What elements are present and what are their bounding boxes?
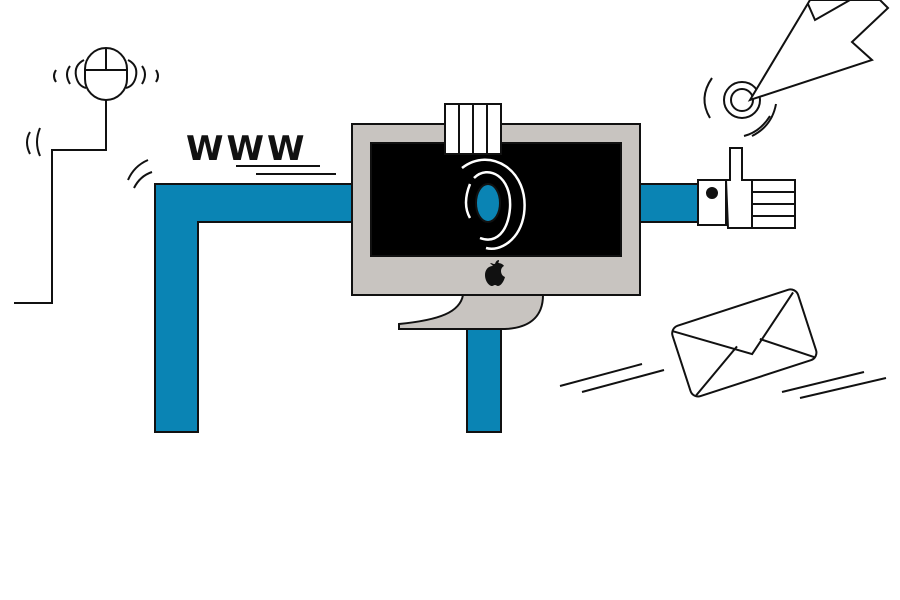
pipe-opening xyxy=(461,158,526,250)
envelope-icon xyxy=(671,288,818,398)
www-label: WWW xyxy=(186,129,308,169)
vibration-marks xyxy=(26,127,153,189)
blue-pipe-stand xyxy=(466,328,502,433)
cursor-arrow-icon xyxy=(747,0,890,102)
monitor-clamp xyxy=(444,103,502,155)
computer-mouse-icon xyxy=(53,47,159,101)
thumbs-up-icon xyxy=(697,147,796,229)
monitor-stand xyxy=(398,294,545,330)
envelope-speed-lines xyxy=(559,363,887,399)
mouse-cable xyxy=(14,100,107,304)
pipe-end xyxy=(475,183,501,223)
cursor-arrow-notch xyxy=(807,0,851,22)
apple-logo-icon xyxy=(485,260,505,286)
blue-pipe-right xyxy=(639,183,699,223)
click-ring-icon xyxy=(703,77,777,137)
www-speed-lines xyxy=(236,165,336,175)
